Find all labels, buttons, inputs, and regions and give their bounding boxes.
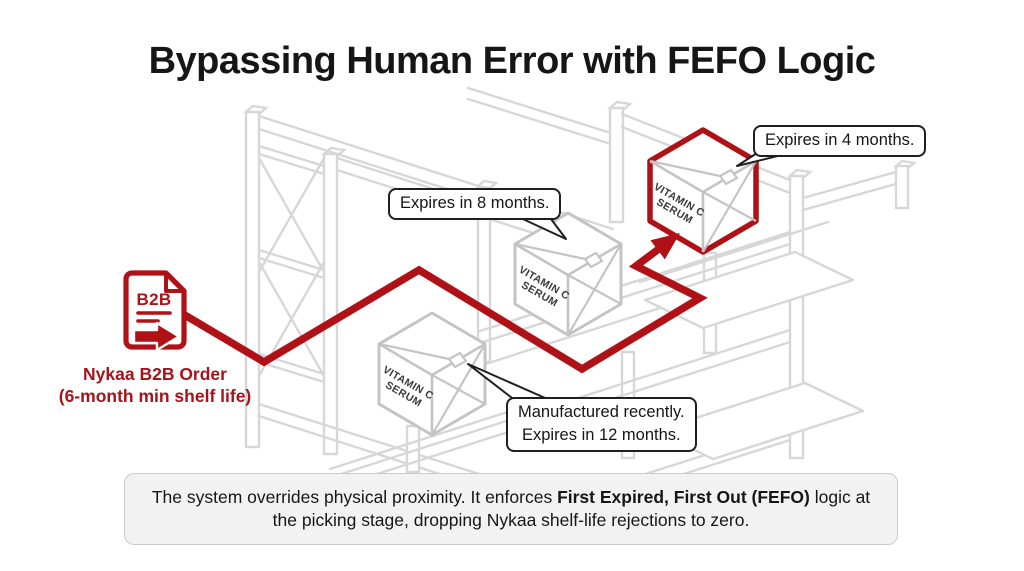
b2b-order-caption: Nykaa B2B Order (6-month min shelf life) bbox=[25, 364, 285, 407]
carton-fefo-pick: VITAMIN C SERUM bbox=[647, 127, 759, 255]
fefo-route-arrow bbox=[181, 233, 708, 374]
callout-manufactured-recently: Manufactured recently. Expires in 12 mon… bbox=[506, 397, 697, 452]
order-caption-line1: Nykaa B2B Order bbox=[83, 364, 227, 384]
callout-expires-8-months: Expires in 8 months. bbox=[388, 188, 562, 220]
rack-left-frame bbox=[243, 104, 347, 456]
doc-arrow-icon bbox=[132, 321, 181, 352]
carton-nearest: VITAMIN C SERUM bbox=[377, 311, 487, 437]
summary-note-text: The system overrides physical proximity.… bbox=[151, 486, 871, 531]
b2b-order-icon: B2B bbox=[123, 270, 187, 352]
summary-note: The system overrides physical proximity.… bbox=[124, 473, 898, 545]
page-title: Bypassing Human Error with FEFO Logic bbox=[148, 40, 876, 82]
callout-text: Expires in 8 months. bbox=[400, 194, 550, 212]
fefo-highlight: First Expired, First Out (FEFO) bbox=[557, 486, 810, 507]
rack-shelf-rails bbox=[308, 220, 865, 491]
callout-text-line2: Expires in 12 months. bbox=[521, 426, 681, 444]
callout-text: Expires in 4 months. bbox=[765, 131, 915, 149]
doc-label: B2B bbox=[137, 290, 172, 309]
carton-mid: VITAMIN C SERUM bbox=[513, 211, 623, 337]
callout-expires-4-months: Expires in 4 months. bbox=[753, 125, 927, 157]
order-caption-line2: (6-month min shelf life) bbox=[58, 385, 252, 406]
doc-fold-corner bbox=[164, 273, 184, 293]
callout-text-line1: Manufactured recently. bbox=[518, 403, 685, 421]
